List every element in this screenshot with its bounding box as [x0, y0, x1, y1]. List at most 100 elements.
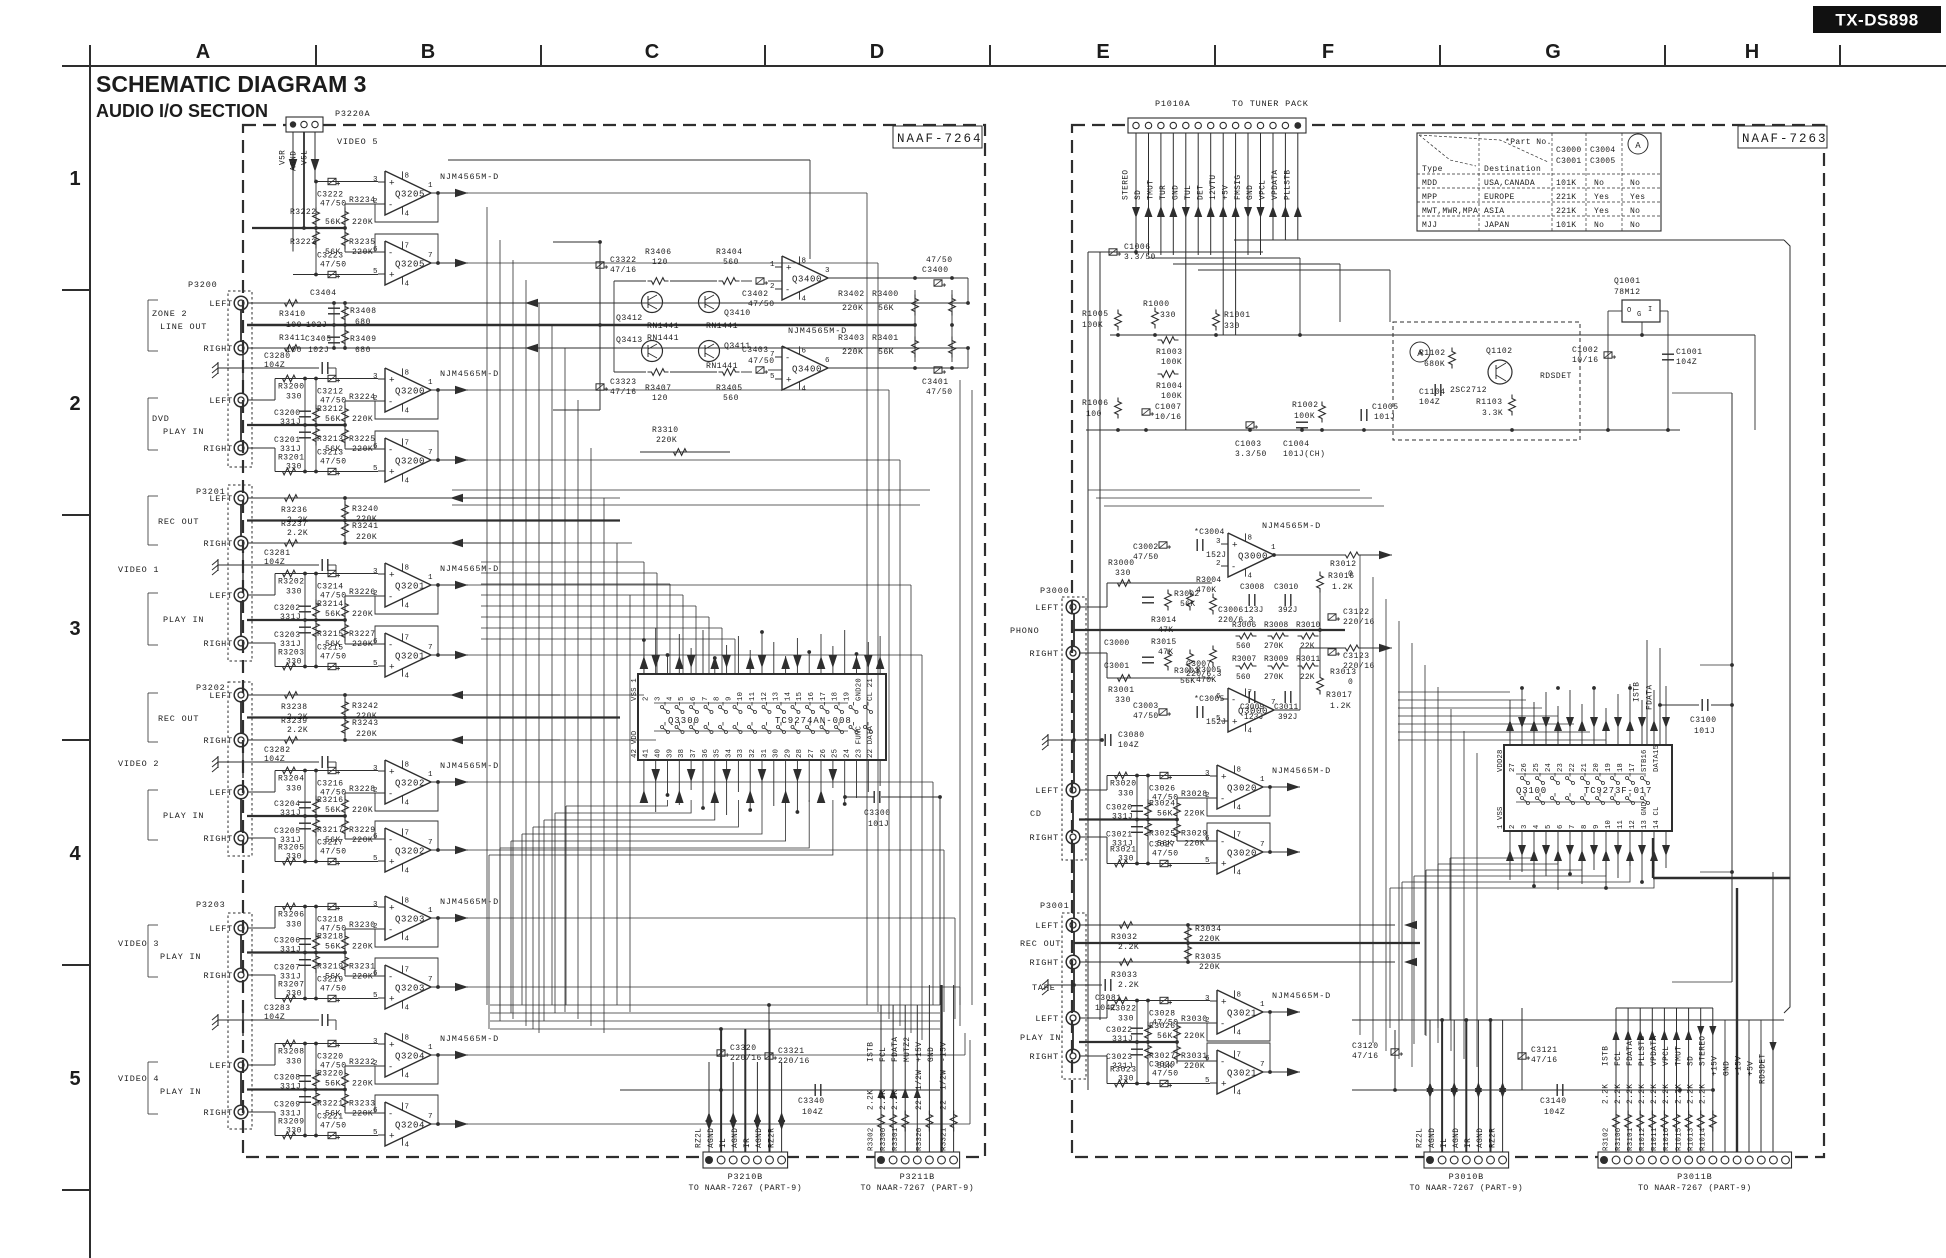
svg-text:15: 15: [796, 692, 804, 701]
svg-text:C1003: C1003: [1235, 440, 1262, 449]
svg-text:C3300: C3300: [864, 809, 891, 818]
svg-text:221K: 221K: [1556, 193, 1576, 202]
svg-text:2.2K: 2.2K: [1118, 981, 1139, 990]
svg-text:+: +: [389, 375, 395, 386]
svg-text:33: 33: [737, 749, 745, 758]
svg-text:C3322: C3322: [610, 256, 637, 265]
svg-text:7: 7: [1248, 689, 1253, 697]
svg-text:C3021: C3021: [1106, 831, 1133, 840]
svg-text:R3005: R3005: [1196, 666, 1222, 675]
svg-text:R3232: R3232: [349, 1058, 376, 1067]
svg-text:+: +: [389, 903, 395, 914]
svg-text:IR: IR: [1465, 1138, 1473, 1148]
svg-text:3: 3: [1216, 538, 1221, 546]
svg-text:R3401: R3401: [872, 334, 899, 343]
svg-text:Q3204: Q3204: [395, 1052, 425, 1062]
svg-text:25: 25: [1533, 763, 1541, 772]
svg-text:23: 23: [1557, 763, 1565, 772]
svg-text:C3220: C3220: [317, 1053, 344, 1062]
svg-text:C3120: C3120: [1352, 1042, 1379, 1051]
svg-text:5: 5: [1205, 857, 1210, 865]
svg-text:C3027: C3027: [1149, 841, 1176, 850]
svg-text:Q3205: Q3205: [395, 260, 425, 270]
svg-text:C3340: C3340: [798, 1097, 825, 1106]
svg-text:C3010: C3010: [1274, 584, 1299, 592]
svg-text:C3204: C3204: [274, 800, 301, 809]
svg-text:RIGHT: RIGHT: [203, 639, 233, 649]
svg-text:7: 7: [405, 829, 410, 837]
svg-text:220K: 220K: [842, 304, 863, 313]
svg-text:R3101: R3101: [1627, 1127, 1635, 1151]
svg-text:331J: 331J: [1112, 840, 1133, 849]
svg-text:R3203: R3203: [278, 649, 305, 658]
svg-text:R1002: R1002: [1292, 401, 1319, 410]
svg-text:RN1441: RN1441: [647, 334, 679, 343]
svg-text:104Z: 104Z: [264, 755, 285, 764]
svg-text:C1002: C1002: [1572, 346, 1599, 355]
svg-text:R3300: R3300: [880, 1127, 888, 1151]
svg-text:TX-DS898: TX-DS898: [1835, 11, 1918, 30]
svg-text:R3301: R3301: [892, 1127, 900, 1151]
svg-text:12: 12: [1629, 820, 1637, 829]
svg-text:7: 7: [1260, 841, 1265, 849]
svg-text:2.2K: 2.2K: [287, 516, 308, 525]
svg-text:220K: 220K: [352, 806, 373, 815]
svg-text:100: 100: [1086, 410, 1102, 419]
svg-text:2.2K: 2.2K: [1687, 1084, 1695, 1104]
svg-text:330: 330: [1118, 790, 1134, 799]
svg-text:C3026: C3026: [1149, 785, 1176, 794]
svg-text:7: 7: [428, 252, 433, 260]
svg-text:Q3413: Q3413: [616, 336, 643, 345]
svg-text:6: 6: [373, 833, 378, 841]
svg-text:-: -: [1221, 794, 1224, 805]
svg-text:NJM4565M-D: NJM4565M-D: [440, 897, 499, 907]
svg-text:GND: GND: [1173, 185, 1181, 200]
svg-text:C1005: C1005: [1372, 403, 1399, 412]
svg-text:TUL: TUL: [1185, 185, 1193, 200]
svg-text:11: 11: [1617, 820, 1625, 829]
svg-text:LEFT: LEFT: [209, 924, 233, 934]
svg-text:-: -: [1221, 837, 1224, 848]
svg-text:2: 2: [1509, 824, 1517, 829]
svg-text:3: 3: [373, 765, 378, 773]
svg-text:19: 19: [1605, 763, 1613, 772]
svg-text:330: 330: [286, 990, 302, 999]
svg-text:R3239: R3239: [281, 717, 308, 726]
svg-text:P3011B: P3011B: [1677, 1172, 1712, 1182]
svg-text:26: 26: [820, 749, 828, 758]
svg-text:56K: 56K: [325, 973, 341, 982]
svg-text:331J: 331J: [280, 1110, 301, 1119]
svg-text:R1001: R1001: [1224, 311, 1251, 320]
svg-text:USA,CANADA: USA,CANADA: [1484, 179, 1535, 188]
svg-text:V5R: V5R: [280, 150, 288, 165]
svg-text:21: 21: [1581, 763, 1589, 772]
svg-text:4: 4: [802, 296, 807, 304]
svg-text:NJM4565M-D: NJM4565M-D: [440, 761, 499, 771]
svg-text:R1010: R1010: [1663, 1127, 1671, 1151]
svg-text:A: A: [196, 41, 210, 63]
svg-text:1: 1: [1271, 544, 1276, 552]
svg-text:R1015: R1015: [1675, 1127, 1683, 1151]
svg-text:330: 330: [1118, 855, 1134, 864]
svg-text:VIDEO 4: VIDEO 4: [118, 1074, 159, 1084]
svg-text:C3028: C3028: [1149, 1010, 1176, 1019]
svg-text:Q3202: Q3202: [395, 847, 425, 857]
svg-text:+: +: [1221, 772, 1227, 783]
svg-text:2.2K: 2.2K: [880, 1090, 888, 1110]
svg-text:22: 22: [916, 1100, 924, 1110]
svg-text:5: 5: [373, 992, 378, 1000]
svg-text:+: +: [1232, 717, 1238, 728]
svg-text:FDATA: FDATA: [892, 1037, 900, 1062]
svg-text:9: 9: [725, 696, 733, 701]
svg-text:7: 7: [428, 449, 433, 457]
svg-text:26: 26: [1521, 763, 1529, 772]
svg-text:NJM4565M-D: NJM4565M-D: [440, 172, 499, 182]
svg-text:Q3200: Q3200: [395, 387, 425, 397]
svg-text:P3220A: P3220A: [335, 109, 371, 119]
svg-text:C3023: C3023: [1106, 1053, 1133, 1062]
svg-text:C3207: C3207: [274, 964, 301, 973]
svg-text:5: 5: [373, 1129, 378, 1137]
svg-text:470K: 470K: [1196, 676, 1216, 685]
svg-text:Yes: Yes: [1594, 193, 1609, 202]
svg-text:152J: 152J: [1206, 551, 1226, 560]
